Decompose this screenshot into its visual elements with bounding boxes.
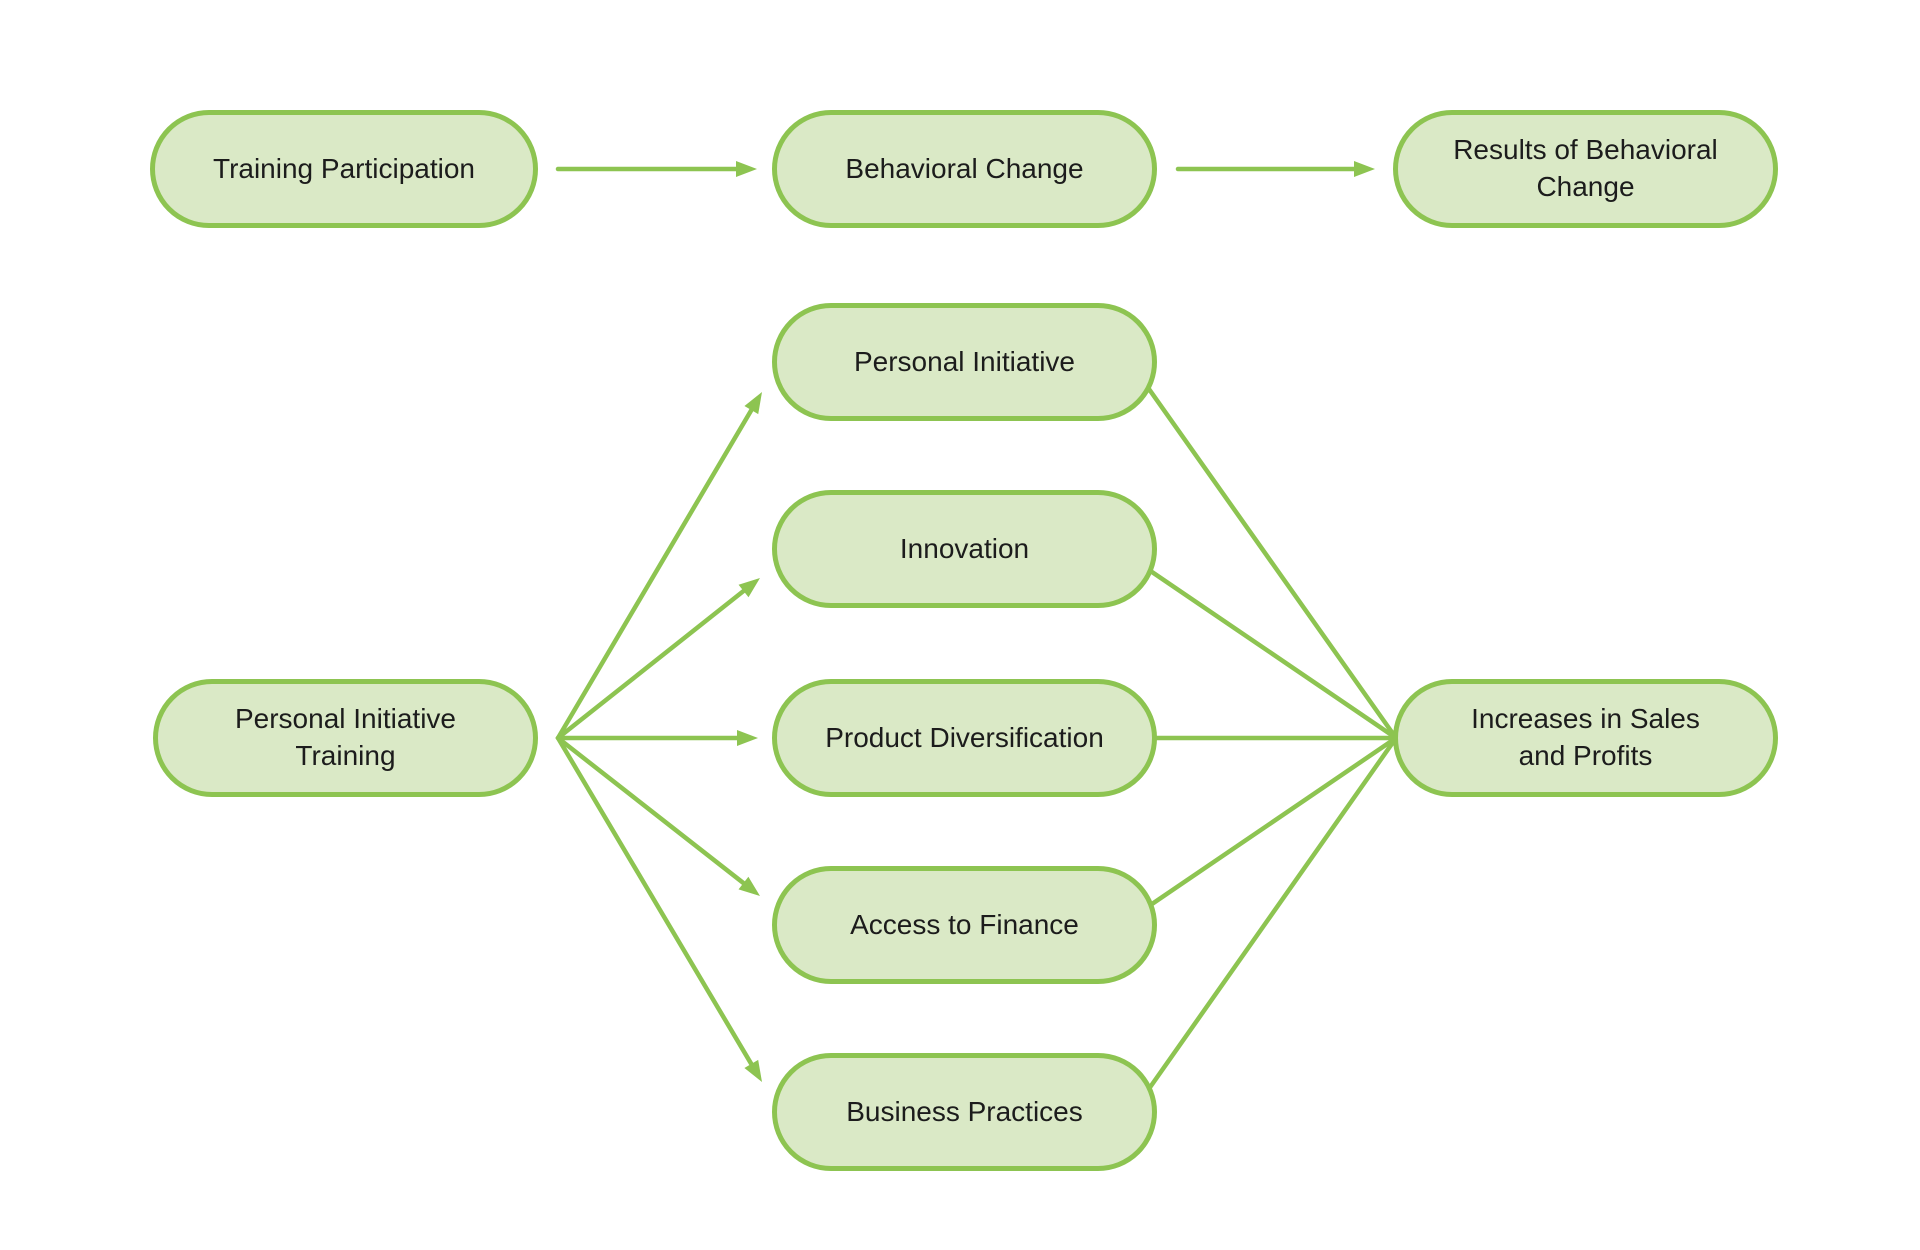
arrowhead-icon [737,730,758,746]
node-label: Innovation [899,532,1030,564]
edge-training-participation-to-behavioral-change [555,161,757,177]
edge-innovation-to-increases-in-sales-and-profits [1124,552,1399,741]
edge-personal-initiative-training-to-business-practices [555,735,762,1082]
node-label: Business Practices [846,1095,1083,1127]
arrowhead-icon [738,578,760,598]
edge-business-practices-to-increases-in-sales-and-profits [1124,735,1399,1123]
node-label: Personal Initiative Training [234,703,456,771]
node-label: Increases in Sales and Profits [1471,703,1700,771]
edge-access-to-finance-to-increases-in-sales-and-profits [1124,735,1399,924]
node-business-practices: Business Practices [772,1053,1157,1171]
edge-personal-initiative-training-to-personal-initiative [555,392,762,741]
arrowhead-icon [736,161,757,177]
node-label: Product Diversification [825,721,1104,753]
node-label: Access to Finance [850,908,1079,940]
arrowhead-icon [738,876,760,896]
node-product-diversification: Product Diversification [772,679,1157,797]
arrowhead-icon [744,1059,762,1082]
node-behavioral-change: Behavioral Change [772,110,1157,228]
arrowhead-icon [744,392,762,415]
node-personal-initiative-training: Personal Initiative Training [153,679,538,797]
node-results-of-behavioral-change: Results of Behavioral Change [1393,110,1778,228]
node-innovation: Innovation [772,490,1157,608]
node-increases-in-sales-and-profits: Increases in Sales and Profits [1393,679,1778,797]
edge-behavioral-change-to-results-of-behavioral-change [1175,161,1375,177]
node-personal-initiative: Personal Initiative [772,303,1157,421]
edge-personal-initiative-to-increases-in-sales-and-profits [1124,355,1399,741]
node-label: Personal Initiative [853,345,1075,377]
node-label: Training Participation [213,152,475,184]
node-label: Results of Behavioral Change [1453,134,1718,202]
edge-personal-initiative-training-to-innovation [555,578,760,741]
arrowhead-icon [1354,161,1375,177]
edge-personal-initiative-training-to-product-diversification [555,730,758,746]
node-training-participation: Training Participation [150,110,538,228]
node-access-to-finance: Access to Finance [772,866,1157,984]
node-label: Behavioral Change [845,152,1084,184]
edge-personal-initiative-training-to-access-to-finance [555,735,760,896]
